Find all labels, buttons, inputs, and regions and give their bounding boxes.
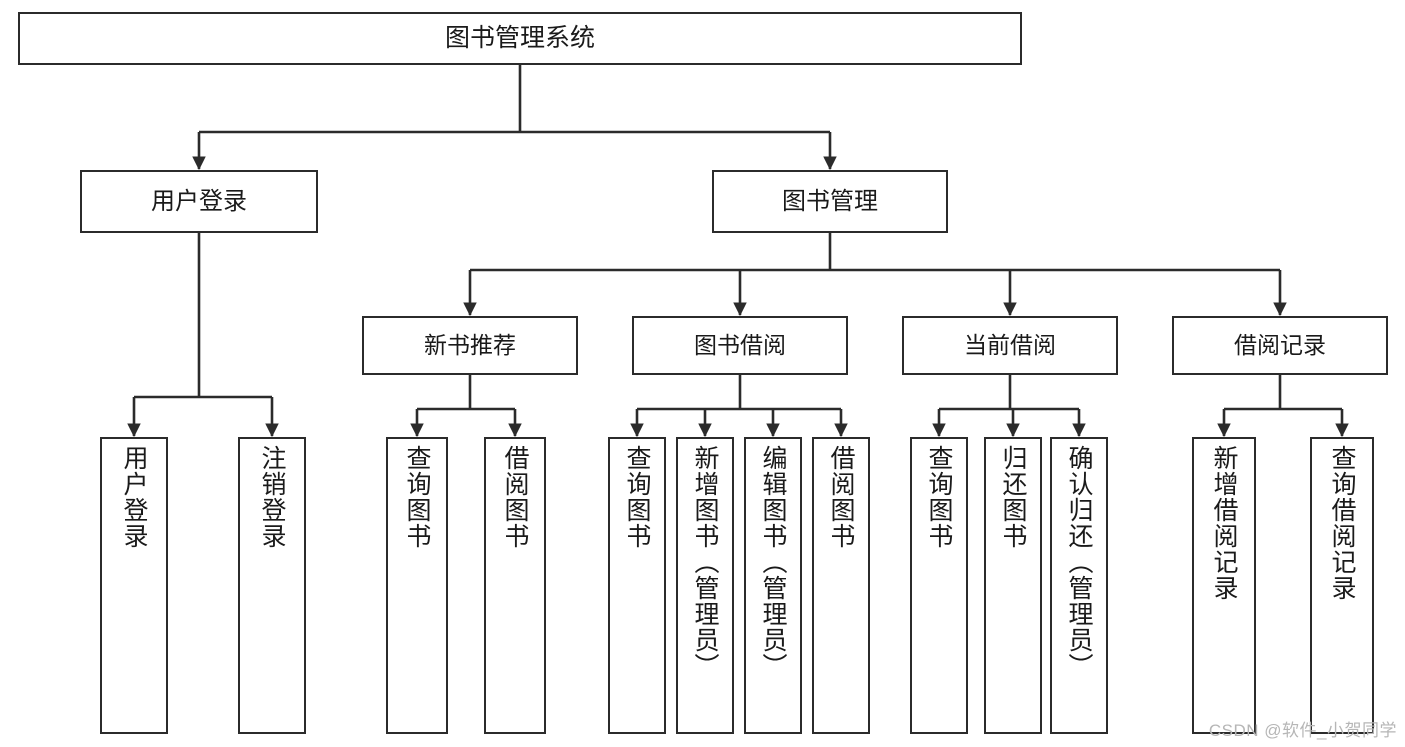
node-label: 编辑图书（管理员）: [759, 445, 787, 679]
node-leaf-cu-query[interactable]: 查询图书: [910, 437, 968, 734]
node-label: 图书管理: [782, 187, 878, 215]
node-bookmgmt[interactable]: 图书管理: [712, 170, 948, 233]
node-label: 当前借阅: [964, 332, 1056, 358]
node-root[interactable]: 图书管理系统: [18, 12, 1022, 65]
node-label: 借阅记录: [1234, 332, 1326, 358]
node-label: 查询图书: [925, 445, 953, 549]
node-leaf-re-query[interactable]: 查询借阅记录: [1310, 437, 1374, 734]
node-label: 注销登录: [258, 445, 286, 549]
node-leaf-bo-edit[interactable]: 编辑图书（管理员）: [744, 437, 802, 734]
node-label: 图书管理系统: [444, 24, 595, 52]
node-label: 图书借阅: [694, 332, 786, 358]
node-leaf-user-logout[interactable]: 注销登录: [238, 437, 306, 734]
node-leaf-nb-query[interactable]: 查询图书: [386, 437, 448, 734]
node-label: 查询图书: [623, 445, 651, 549]
node-label: 归还图书: [999, 445, 1027, 549]
node-leaf-bo-query[interactable]: 查询图书: [608, 437, 666, 734]
node-leaf-bo-borrow[interactable]: 借阅图书: [812, 437, 870, 734]
node-label: 查询借阅记录: [1328, 445, 1356, 601]
node-borrow[interactable]: 图书借阅: [632, 316, 848, 375]
node-label: 用户登录: [120, 445, 148, 549]
node-records[interactable]: 借阅记录: [1172, 316, 1388, 375]
node-login[interactable]: 用户登录: [80, 170, 318, 233]
node-label: 借阅图书: [827, 445, 855, 549]
node-label: 新书推荐: [424, 332, 516, 358]
node-label: 新增图书（管理员）: [691, 445, 719, 679]
node-leaf-nb-borrow[interactable]: 借阅图书: [484, 437, 546, 734]
node-leaf-user-login[interactable]: 用户登录: [100, 437, 168, 734]
csdn-watermark: CSDN @软件_小贺同学: [1208, 721, 1397, 740]
node-label: 用户登录: [151, 187, 247, 215]
node-label: 确认归还（管理员）: [1065, 445, 1093, 679]
node-current[interactable]: 当前借阅: [902, 316, 1118, 375]
node-leaf-cu-confirm[interactable]: 确认归还（管理员）: [1050, 437, 1108, 734]
node-leaf-cu-return[interactable]: 归还图书: [984, 437, 1042, 734]
node-label: 借阅图书: [501, 445, 529, 549]
node-leaf-bo-add[interactable]: 新增图书（管理员）: [676, 437, 734, 734]
node-label: 新增借阅记录: [1210, 445, 1238, 601]
node-newbook[interactable]: 新书推荐: [362, 316, 578, 375]
node-label: 查询图书: [403, 445, 431, 549]
node-leaf-re-add[interactable]: 新增借阅记录: [1192, 437, 1256, 734]
